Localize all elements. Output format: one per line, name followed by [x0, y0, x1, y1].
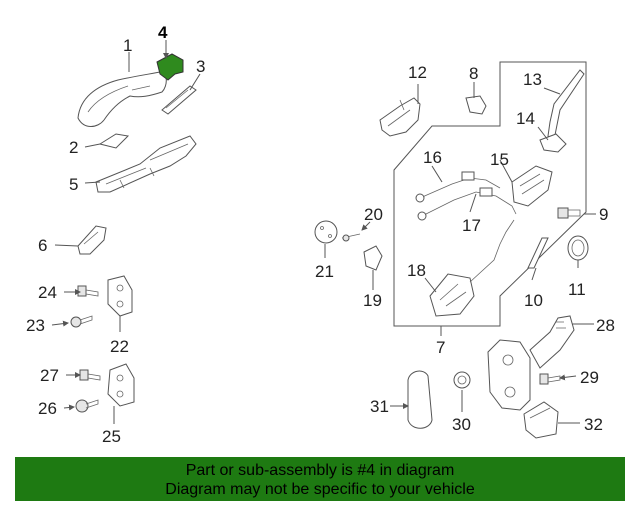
part-21-washer[interactable]	[314, 220, 338, 244]
fitment-notice-banner: Part or sub-assembly is #4 in diagram Di…	[15, 457, 625, 501]
part-door-hinge-assembly	[487, 339, 531, 411]
part-5-handle-frame[interactable]	[95, 135, 197, 193]
callout-10[interactable]: 10	[524, 291, 543, 310]
part-28-hinge[interactable]	[529, 315, 575, 369]
callout-4[interactable]: 4	[158, 23, 168, 42]
part-20-screw[interactable]	[341, 233, 361, 242]
callout-22[interactable]: 22	[110, 337, 129, 356]
callout-16[interactable]: 16	[423, 148, 442, 167]
callout-3[interactable]: 3	[196, 57, 205, 76]
callout-20[interactable]: 20	[364, 205, 383, 224]
part-3-handle-pad[interactable]	[161, 85, 197, 115]
callout-labels: 1 4 3 2 5 6 24 23 22 27 26 25 12 8 13 14…	[26, 23, 615, 446]
callout-31[interactable]: 31	[370, 397, 389, 416]
part-16-cable[interactable]	[415, 171, 501, 203]
callout-32[interactable]: 32	[584, 415, 603, 434]
part-8-clip[interactable]	[465, 95, 487, 115]
callout-7[interactable]: 7	[436, 338, 445, 357]
callout-11[interactable]: 11	[568, 280, 586, 299]
callout-13[interactable]: 13	[523, 70, 542, 89]
parts-diagram: 1 4 3 2 5 6 24 23 22 27 26 25 12 8 13 14…	[26, 23, 615, 446]
part-2-gasket[interactable]	[98, 133, 130, 149]
part-26-bolt[interactable]	[75, 399, 99, 413]
callout-9[interactable]: 9	[599, 205, 608, 224]
notice-line-2: Diagram may not be specific to your vehi…	[165, 481, 475, 498]
part-31-cover[interactable]	[407, 370, 433, 429]
part-29-bolt[interactable]	[539, 373, 561, 385]
leader-lines	[51, 40, 596, 424]
callout-23[interactable]: 23	[26, 316, 45, 335]
callout-17[interactable]: 17	[462, 216, 481, 235]
callout-30[interactable]: 30	[452, 415, 471, 434]
part-6-bracket[interactable]	[77, 225, 107, 255]
callout-19[interactable]: 19	[363, 291, 382, 310]
part-24-bolt[interactable]	[77, 285, 99, 297]
part-17-cable[interactable]	[417, 187, 517, 221]
callout-14[interactable]: 14	[516, 109, 535, 128]
callout-5[interactable]: 5	[69, 175, 78, 194]
part-10-seal[interactable]	[527, 237, 549, 269]
callout-25[interactable]: 25	[102, 427, 121, 446]
lock-assembly-outline	[393, 61, 587, 327]
part-30-nut[interactable]	[453, 371, 471, 389]
part-12-bracket[interactable]	[379, 97, 421, 137]
part-18-latch[interactable]	[429, 219, 515, 317]
part-27-bolt[interactable]	[79, 369, 101, 381]
callout-1[interactable]: 1	[123, 36, 132, 55]
part-13-rod[interactable]	[547, 69, 585, 141]
part-9-bolt[interactable]	[557, 207, 581, 219]
part-22-striker-plate[interactable]	[107, 275, 133, 317]
callout-24[interactable]: 24	[38, 283, 57, 302]
part-25-striker-plate[interactable]	[107, 363, 135, 407]
callout-18[interactable]: 18	[407, 261, 426, 280]
part-1-outside-handle[interactable]	[77, 71, 167, 127]
callout-27[interactable]: 27	[40, 366, 59, 385]
notice-line-1: Part or sub-assembly is #4 in diagram	[185, 462, 455, 479]
callout-6[interactable]: 6	[38, 236, 47, 255]
callout-29[interactable]: 29	[580, 368, 599, 387]
part-4-handle-cap[interactable]	[156, 53, 184, 81]
part-23-bolt[interactable]	[70, 315, 93, 328]
callout-12[interactable]: 12	[408, 63, 427, 82]
part-15-actuator[interactable]	[511, 165, 553, 207]
callout-21[interactable]: 21	[315, 262, 334, 281]
part-32-cap[interactable]	[523, 401, 559, 439]
callout-8[interactable]: 8	[469, 64, 478, 83]
part-19-cover[interactable]	[363, 245, 383, 271]
part-14-clip[interactable]	[539, 133, 567, 153]
part-11-grommet[interactable]	[567, 235, 589, 261]
callout-26[interactable]: 26	[38, 399, 57, 418]
callout-15[interactable]: 15	[490, 150, 509, 169]
callout-28[interactable]: 28	[596, 316, 615, 335]
callout-2[interactable]: 2	[69, 138, 78, 157]
